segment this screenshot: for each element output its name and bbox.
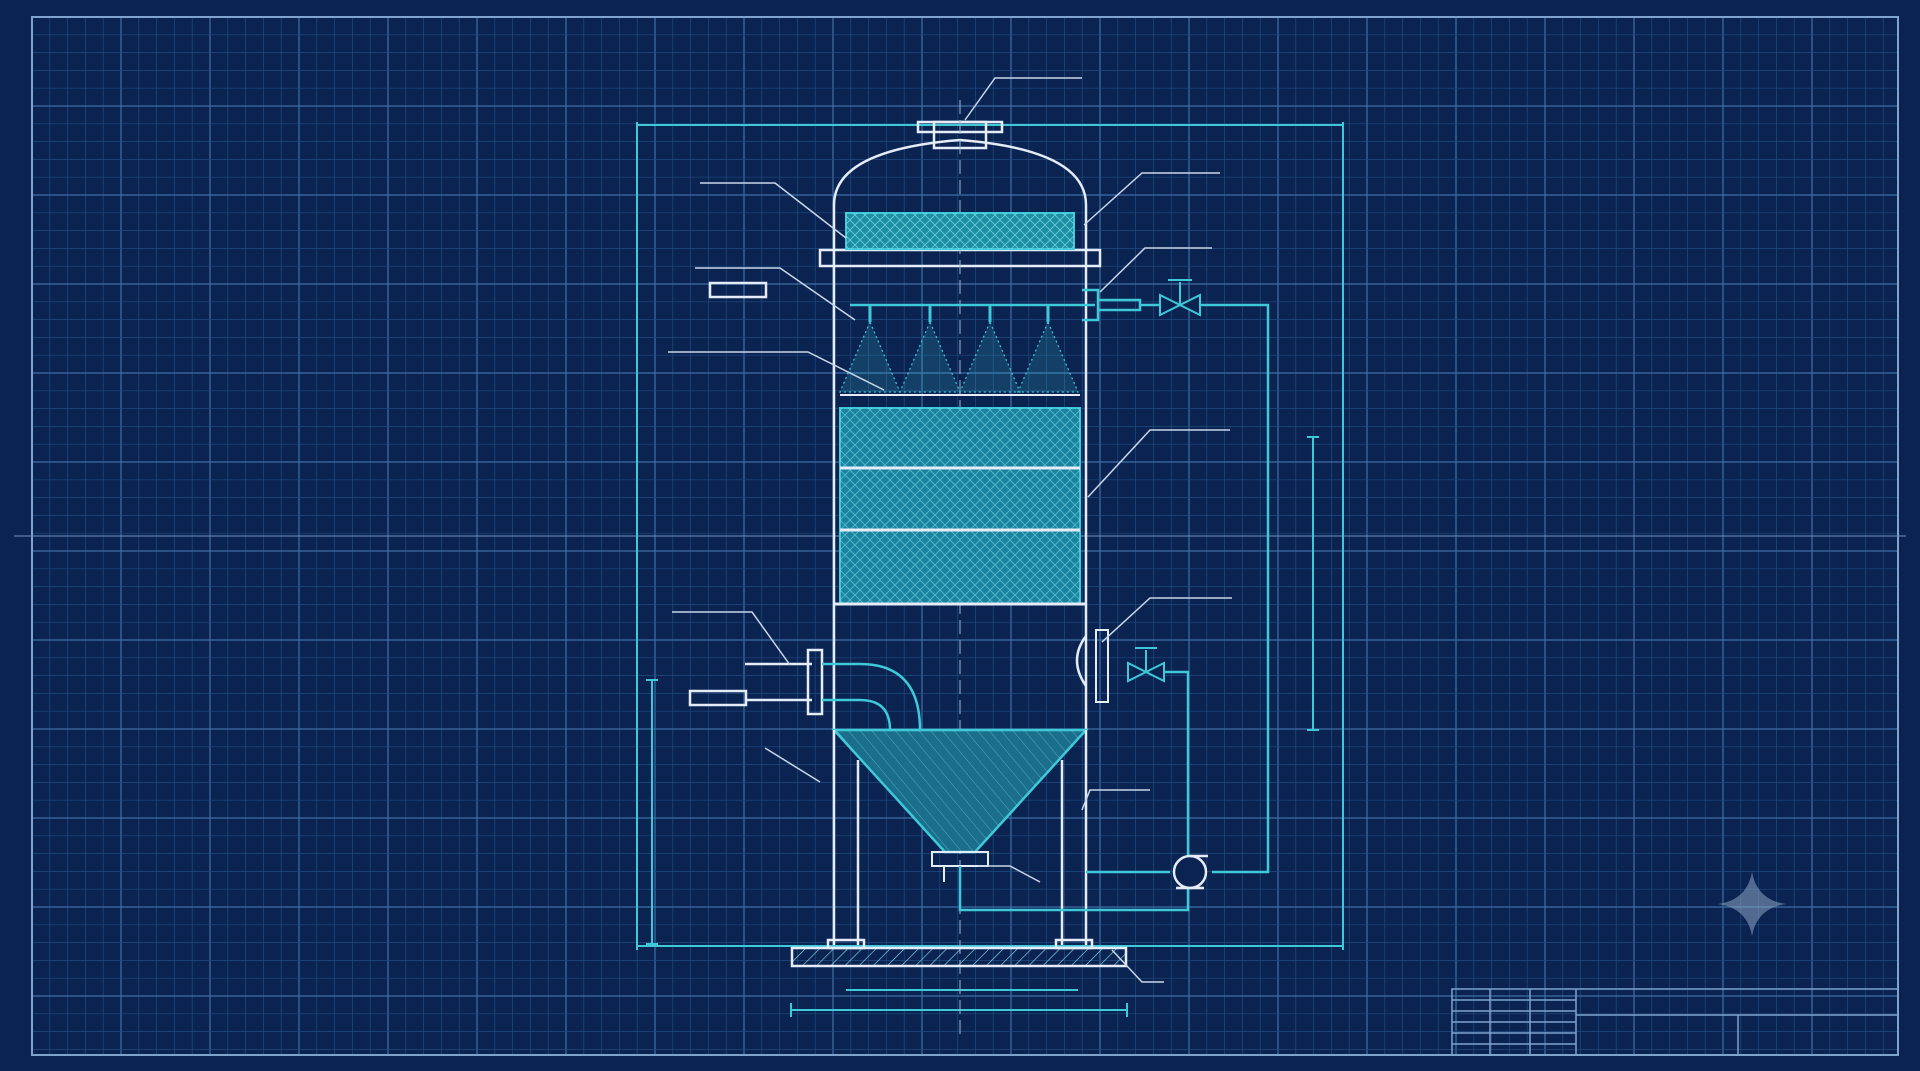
manway — [1075, 635, 1088, 687]
inlet-tag-box — [688, 689, 748, 707]
sparkle-icon — [1718, 872, 1786, 936]
title-block — [1451, 988, 1899, 1056]
pump-casing — [1172, 854, 1208, 890]
inlet-pipe — [745, 662, 812, 702]
dimension-lines — [636, 122, 1344, 1017]
leader-line — [695, 267, 856, 321]
gas-inlet — [688, 281, 922, 770]
spray-cone — [959, 320, 1021, 393]
packing-height-dimension — [1307, 436, 1319, 731]
valve-top-right — [1177, 293, 1201, 317]
leader-line — [964, 77, 1082, 121]
leader-line — [700, 182, 847, 239]
valve-mid-right — [1143, 661, 1165, 683]
leader-line — [978, 865, 1041, 883]
inlet-flange — [806, 648, 824, 716]
spray-nozzle-icon — [839, 305, 901, 393]
leader-line — [764, 747, 821, 783]
spray-nozzles — [839, 305, 1079, 393]
spray-cone — [1017, 320, 1079, 393]
leader-line — [1111, 949, 1164, 983]
overall-envelope — [636, 122, 1344, 950]
manway-flange — [1095, 629, 1109, 703]
left-height-dimension — [646, 679, 658, 945]
leader-line — [1099, 247, 1212, 293]
sump-liquid — [834, 730, 1086, 852]
header-flange — [1082, 288, 1100, 322]
leader-line — [672, 611, 791, 666]
spray-nozzle-icon — [899, 305, 961, 393]
leader-line — [1101, 597, 1232, 643]
revision-grid — [1452, 989, 1577, 1055]
base-skid — [790, 946, 1128, 968]
header-tag-box — [708, 281, 768, 299]
leader-line — [668, 351, 885, 391]
leader-line — [1083, 172, 1220, 226]
return-line — [1140, 303, 1270, 874]
legs — [832, 730, 1088, 945]
centrifugal-pump-icon — [1172, 854, 1208, 890]
valve-top-left — [1159, 293, 1183, 317]
packing-mesh — [840, 408, 1080, 604]
spray-nozzle-icon — [1017, 305, 1079, 393]
spray-cone — [899, 320, 961, 393]
drain-line — [958, 866, 1190, 912]
packing-support-grids — [834, 466, 1086, 606]
leader-line — [1087, 429, 1230, 498]
spray-cone — [839, 320, 901, 393]
valve-mid — [1127, 647, 1165, 683]
valve-top — [1159, 279, 1201, 317]
skid-width-dimension — [790, 1003, 1128, 1017]
callout-leaders — [668, 77, 1232, 983]
valve-mid-left — [1127, 661, 1149, 683]
demister-mesh — [846, 213, 1074, 249]
spray-nozzle-icon — [959, 305, 1021, 393]
leader-line — [1081, 789, 1150, 811]
